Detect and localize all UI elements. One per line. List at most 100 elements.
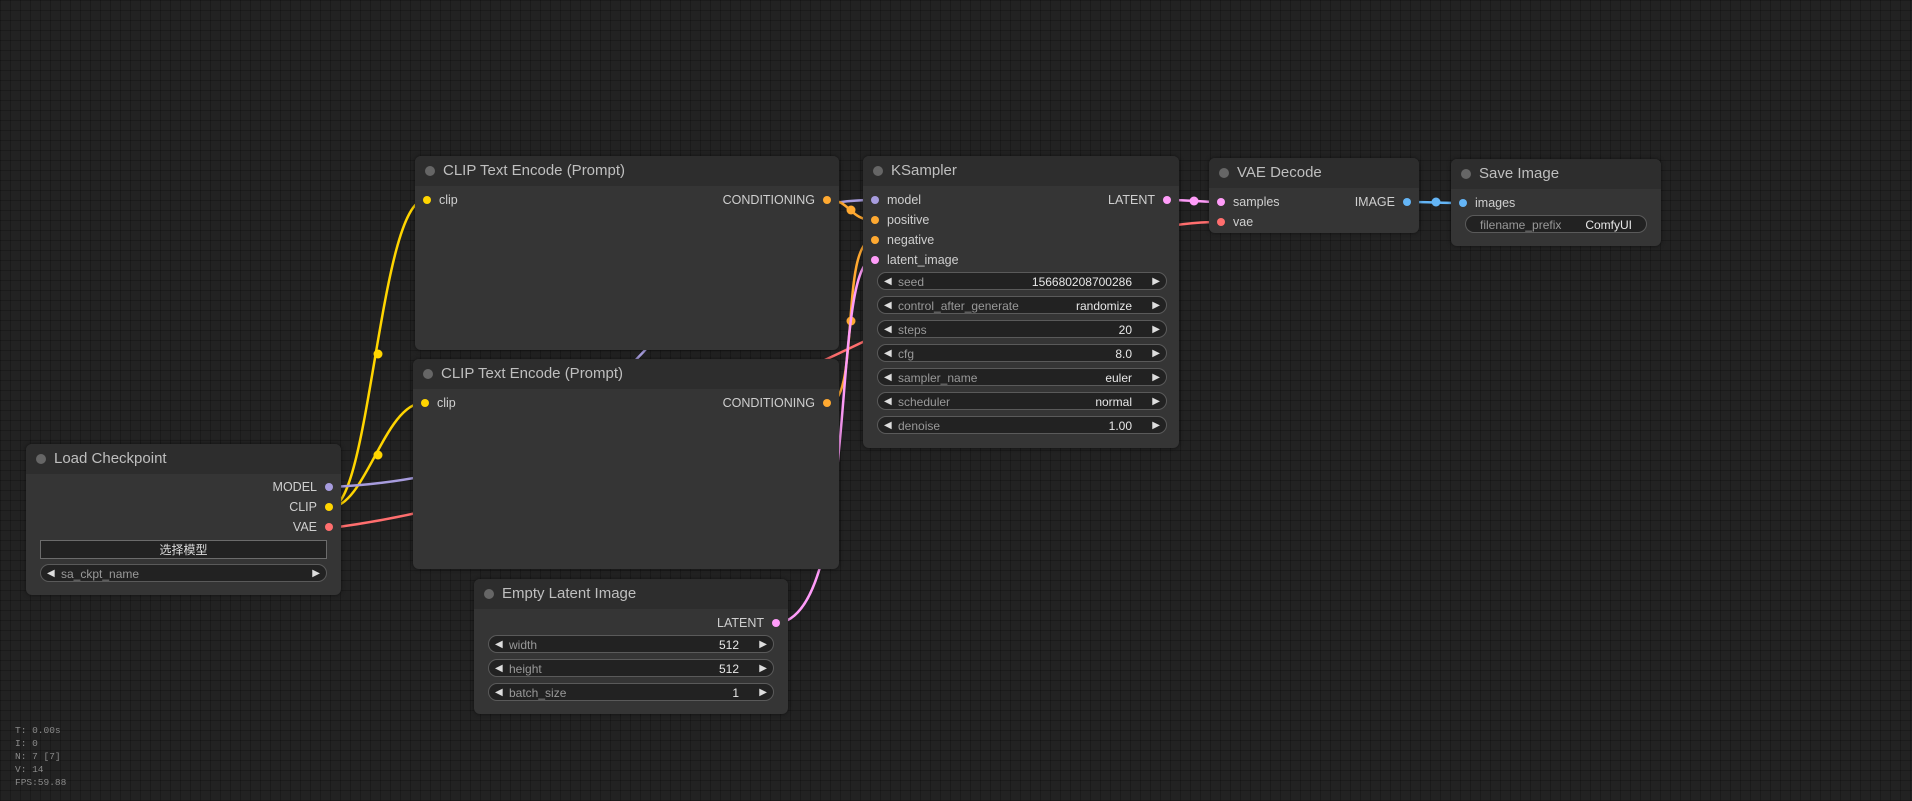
node-title[interactable]: Load Checkpoint (26, 444, 341, 474)
output-slot-latent[interactable]: LATENT (1108, 190, 1171, 210)
wire-midpoint (373, 450, 383, 460)
stat-time: T: 0.00s (15, 725, 61, 736)
wire-midpoint (1431, 197, 1441, 207)
input-slot-samples[interactable]: samples (1217, 192, 1280, 212)
node-clip-text-encode-1[interactable]: CLIP Text Encode (Prompt) clip CONDITION… (415, 156, 839, 350)
collapse-dot-icon[interactable] (1219, 168, 1229, 178)
pin-vae-icon[interactable] (325, 522, 333, 531)
stat-iterations: I: 0 (15, 738, 38, 749)
output-slot-clip[interactable]: CLIP (289, 497, 333, 517)
pin-model-icon[interactable] (871, 195, 879, 204)
output-slot-image[interactable]: IMAGE (1355, 192, 1411, 212)
wire-midpoint (1189, 196, 1199, 206)
pin-conditioning-icon[interactable] (823, 398, 831, 407)
input-slot-vae[interactable]: vae (1217, 212, 1253, 232)
pin-conditioning-icon[interactable] (823, 195, 831, 204)
pin-image-icon[interactable] (1403, 197, 1411, 206)
arrow-right-icon[interactable]: ▶ (1152, 276, 1160, 287)
pin-latent-icon[interactable] (1217, 197, 1225, 206)
ckpt-name-combo[interactable]: ◀ sa_ckpt_name ▶ (40, 564, 327, 582)
node-clip-text-encode-2[interactable]: CLIP Text Encode (Prompt) clip CONDITION… (413, 359, 839, 569)
node-vae-decode[interactable]: VAE Decode samples vae IMAGE (1209, 158, 1419, 233)
stat-nodes: N: 7 [7] (15, 751, 61, 762)
node-save-image[interactable]: Save Image images filename_prefix ComfyU… (1451, 159, 1661, 246)
arrow-left-icon[interactable]: ◀ (884, 300, 892, 311)
arrow-left-icon[interactable]: ◀ (884, 372, 892, 383)
node-title[interactable]: KSampler (863, 156, 1179, 186)
node-title[interactable]: VAE Decode (1209, 158, 1419, 188)
output-slot-conditioning[interactable]: CONDITIONING (723, 393, 831, 413)
pin-latent-icon[interactable] (772, 618, 780, 627)
collapse-dot-icon[interactable] (484, 589, 494, 599)
render-stats: T: 0.00s I: 0 N: 7 [7] V: 14 FPS:59.88 (15, 724, 66, 789)
output-slot-conditioning[interactable]: CONDITIONING (723, 190, 831, 210)
arrow-left-icon[interactable]: ◀ (495, 639, 503, 650)
input-slot-positive[interactable]: positive (871, 210, 929, 230)
input-slot-latent-image[interactable]: latent_image (871, 250, 959, 270)
pin-clip-icon[interactable] (325, 502, 333, 511)
pin-clip-icon[interactable] (423, 195, 431, 204)
arrow-right-icon[interactable]: ▶ (1152, 300, 1160, 311)
arrow-right-icon[interactable]: ▶ (759, 687, 767, 698)
arrow-right-icon[interactable]: ▶ (1152, 348, 1160, 359)
node-title[interactable]: CLIP Text Encode (Prompt) (415, 156, 839, 186)
pin-clip-icon[interactable] (421, 398, 429, 407)
wire-midpoint (846, 205, 856, 215)
output-slot-latent[interactable]: LATENT (717, 613, 780, 633)
input-slot-negative[interactable]: negative (871, 230, 934, 250)
node-load-checkpoint[interactable]: Load Checkpoint MODEL CLIP VAE 选择模型 ◀ sa… (26, 444, 341, 595)
pin-latent-icon[interactable] (1163, 195, 1171, 204)
collapse-dot-icon[interactable] (36, 454, 46, 464)
select-model-button[interactable]: 选择模型 (40, 540, 327, 559)
input-slot-clip[interactable]: clip (423, 190, 458, 210)
input-slot-model[interactable]: model (871, 190, 921, 210)
arrow-left-icon[interactable]: ◀ (495, 663, 503, 674)
arrow-left-icon[interactable]: ◀ (884, 324, 892, 335)
pin-positive-icon[interactable] (871, 215, 879, 224)
collapse-dot-icon[interactable] (425, 166, 435, 176)
arrow-right-icon[interactable]: ▶ (759, 639, 767, 650)
collapse-dot-icon[interactable] (423, 369, 433, 379)
arrow-left-icon[interactable]: ◀ (884, 276, 892, 287)
pin-model-icon[interactable] (325, 482, 333, 491)
node-title[interactable]: Save Image (1451, 159, 1661, 189)
arrow-right-icon[interactable]: ▶ (312, 568, 320, 579)
arrow-left-icon[interactable]: ◀ (47, 568, 55, 579)
arrow-left-icon[interactable]: ◀ (884, 348, 892, 359)
arrow-right-icon[interactable]: ▶ (1152, 420, 1160, 431)
input-slot-images[interactable]: images (1459, 193, 1515, 213)
widget-filename-prefix[interactable]: filename_prefix ComfyUI (1465, 215, 1647, 233)
arrow-right-icon[interactable]: ▶ (1152, 372, 1160, 383)
pin-image-icon[interactable] (1459, 198, 1467, 207)
node-title[interactable]: Empty Latent Image (474, 579, 788, 609)
collapse-dot-icon[interactable] (1461, 169, 1471, 179)
arrow-left-icon[interactable]: ◀ (495, 687, 503, 698)
arrow-left-icon[interactable]: ◀ (884, 396, 892, 407)
node-ksampler[interactable]: KSampler model positive negative latent_… (863, 156, 1179, 448)
arrow-right-icon[interactable]: ▶ (1152, 396, 1160, 407)
pin-negative-icon[interactable] (871, 235, 879, 244)
arrow-left-icon[interactable]: ◀ (884, 420, 892, 431)
collapse-dot-icon[interactable] (873, 166, 883, 176)
input-slot-clip[interactable]: clip (421, 393, 456, 413)
node-title[interactable]: CLIP Text Encode (Prompt) (413, 359, 839, 389)
stat-fps: FPS:59.88 (15, 777, 67, 788)
arrow-right-icon[interactable]: ▶ (1152, 324, 1160, 335)
arrow-right-icon[interactable]: ▶ (759, 663, 767, 674)
pin-latent-icon[interactable] (871, 255, 879, 264)
output-slot-vae[interactable]: VAE (293, 517, 333, 537)
output-slot-model[interactable]: MODEL (273, 477, 333, 497)
pin-vae-icon[interactable] (1217, 217, 1225, 226)
wire-midpoint (373, 349, 383, 359)
